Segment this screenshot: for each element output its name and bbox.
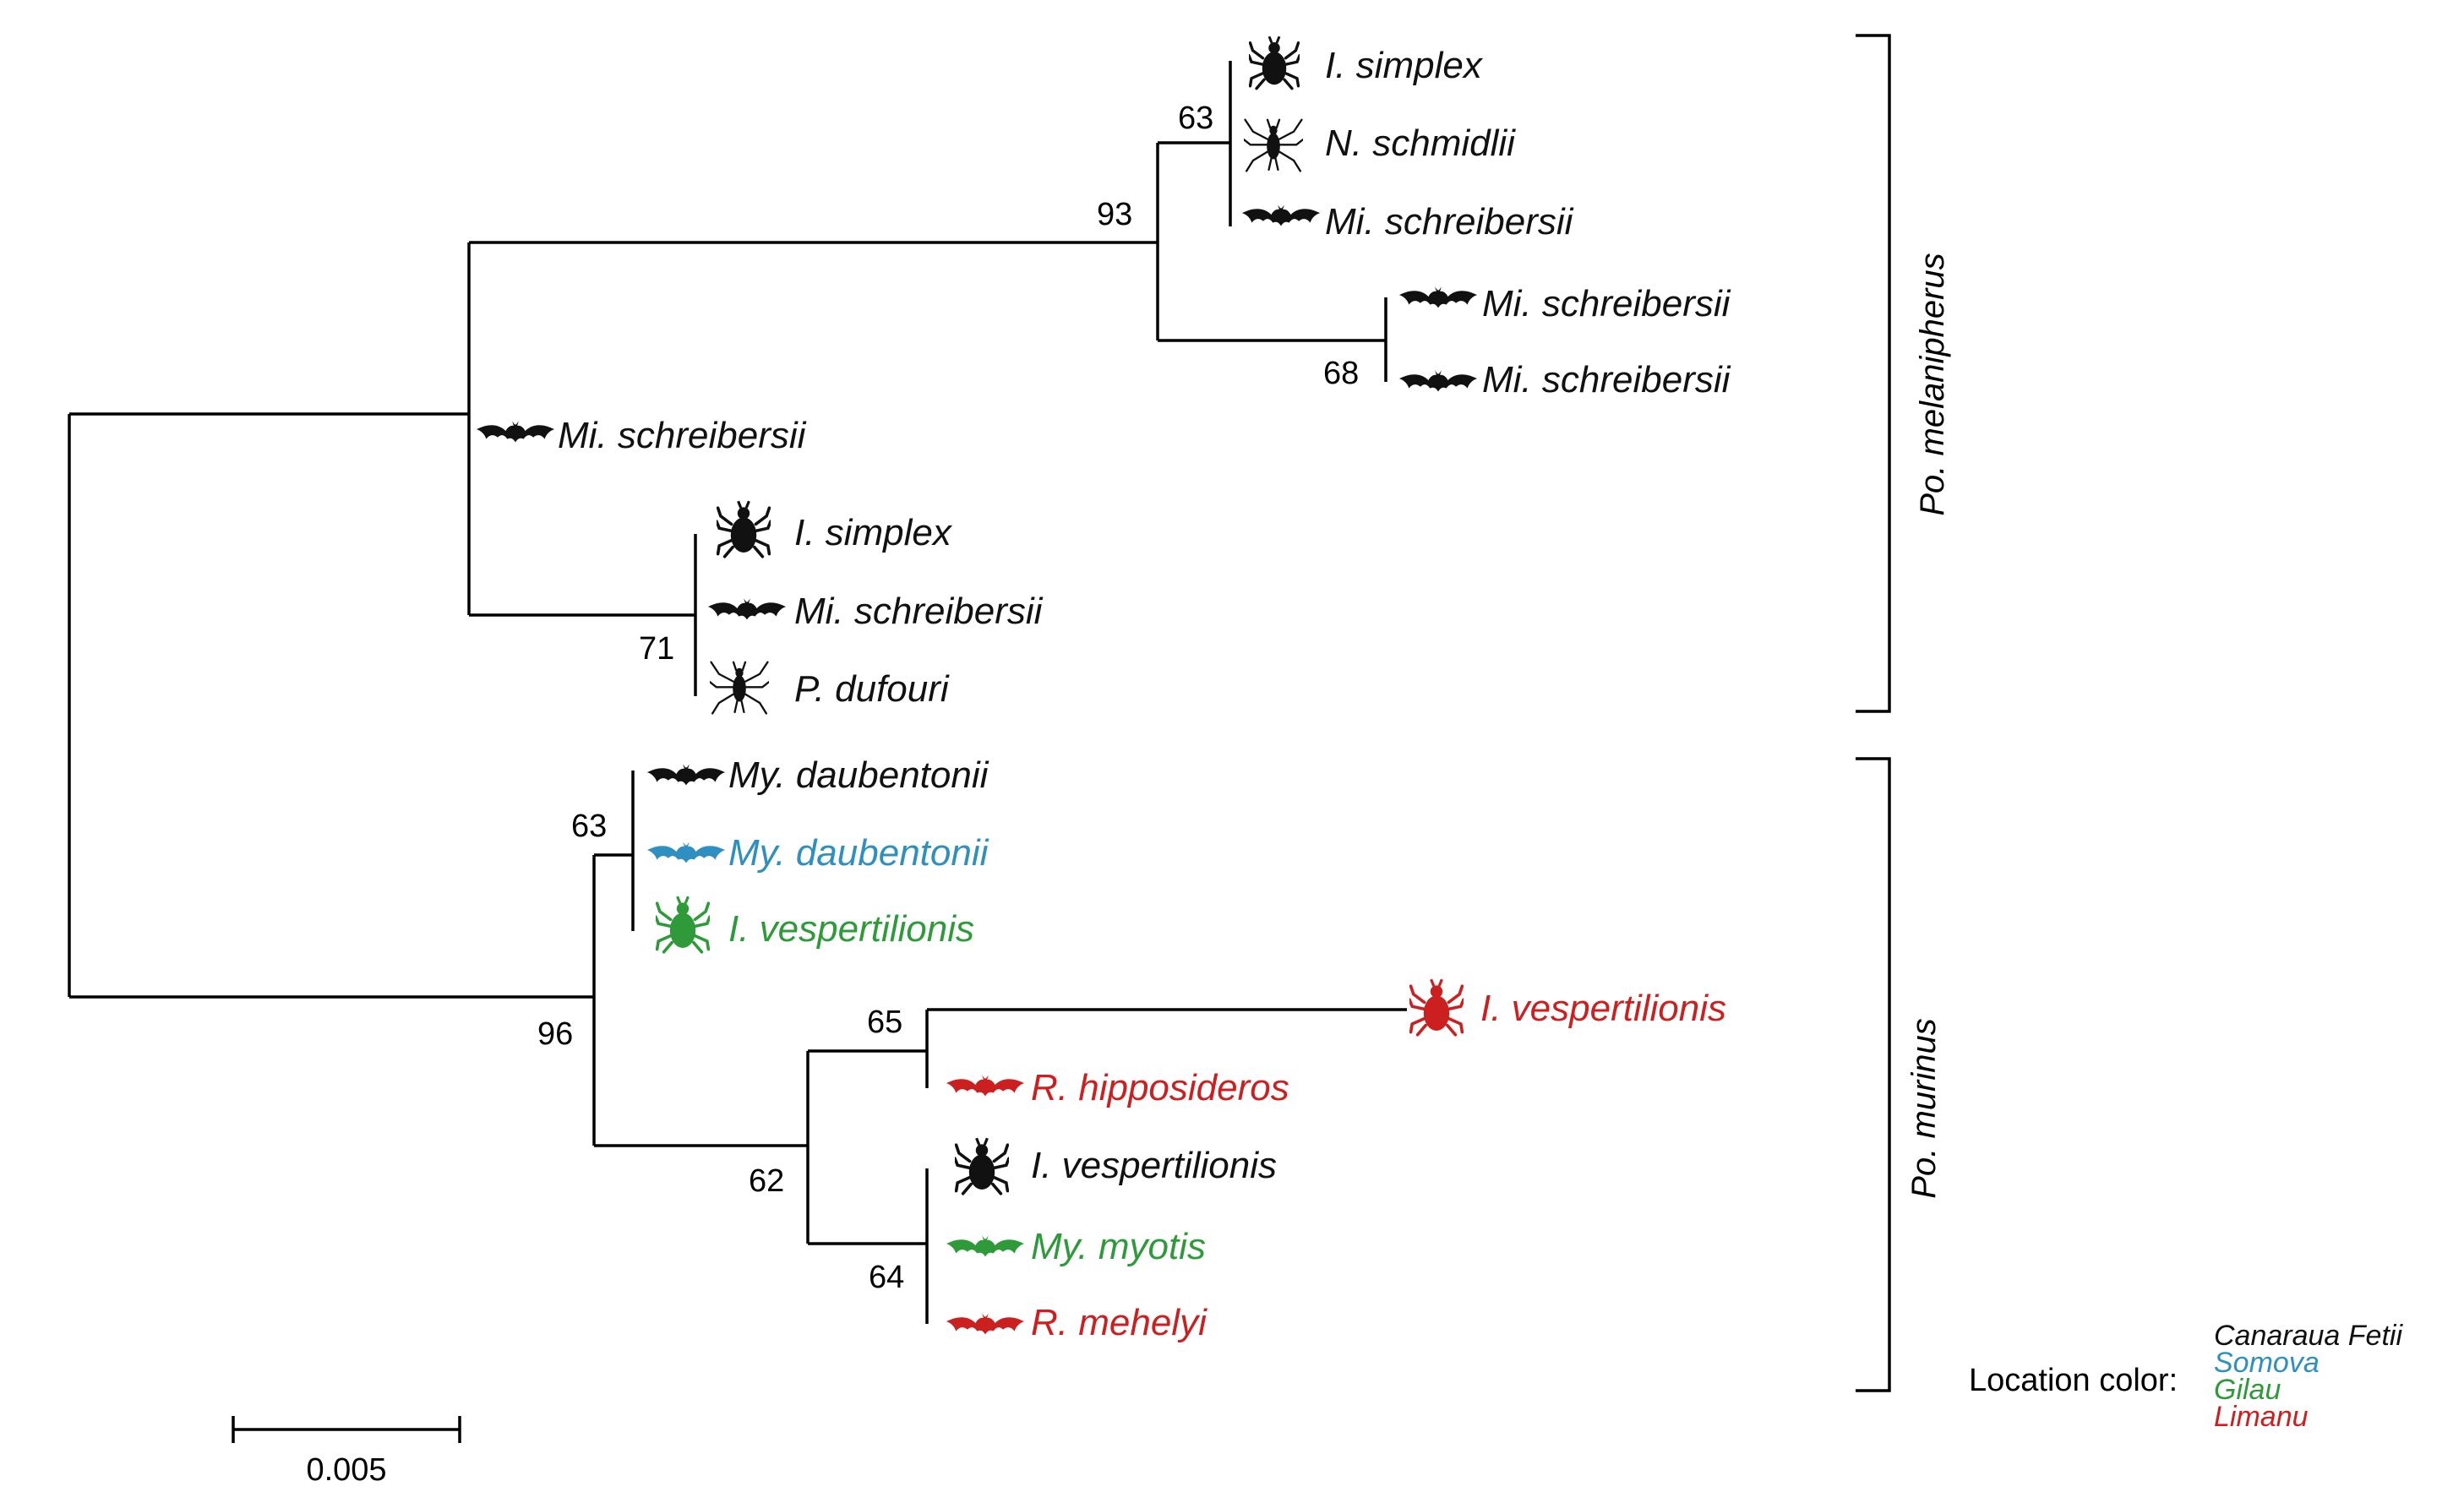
taxon-label: R. mehelyi [1031, 1302, 1207, 1343]
leaf: My. myotis [946, 1226, 1206, 1267]
taxon-label: I. simplex [794, 512, 953, 553]
taxon-label: I. simplex [1325, 45, 1484, 86]
bat-icon [646, 841, 726, 863]
tick-icon [955, 1136, 1009, 1195]
bat-icon [946, 1235, 1025, 1257]
taxon-label: N. schmidlii [1325, 123, 1516, 164]
taxon-label: I. vespertilionis [1480, 988, 1726, 1029]
scale-bar-line [232, 1416, 461, 1443]
leaf: R. mehelyi [946, 1302, 1207, 1343]
tick-icon [717, 499, 771, 558]
leaf: I. vespertilionis [1409, 977, 1726, 1037]
leaf: I. vespertilionis [656, 895, 974, 954]
taxon-label: My. myotis [1031, 1226, 1206, 1267]
bootstrap-value: 71 [639, 631, 674, 667]
location-legend: Location color: Canaraua Fetii Somova Gi… [1969, 1320, 2403, 1433]
taxon-label: Mi. schreibersii [1482, 359, 1731, 400]
bat-icon [646, 764, 726, 786]
scale-bar: 0.005 [232, 1416, 461, 1488]
bootstrap-value: 93 [1097, 197, 1132, 232]
scale-bar-label: 0.005 [306, 1452, 386, 1488]
leaf: P. dufouri [710, 661, 950, 715]
leaf: Mi. schreibersii [1398, 359, 1731, 400]
taxon-label: I. vespertilionis [1031, 1145, 1277, 1186]
taxon-label: Mi. schreibersii [558, 415, 807, 456]
tick-icon [656, 895, 710, 954]
bootstrap-value: 68 [1323, 356, 1359, 391]
bat-icon [1398, 286, 1478, 308]
legend-title: Location color: [1969, 1363, 2178, 1398]
leaf: My. daubentonii [646, 832, 989, 874]
legend-item: Gilau [2214, 1374, 2281, 1406]
bootstrap-value: 63 [1178, 101, 1213, 136]
bootstrap-value: 96 [537, 1016, 573, 1052]
leaf: I. simplex [1249, 35, 1484, 90]
leaf-labels: I. simplex N. schmidlii Mi. schreibersii… [476, 35, 1731, 1343]
leaf: Mi. schreibersii [1241, 201, 1574, 242]
bootstrap-value: 62 [749, 1163, 784, 1199]
bootstrap-value: 63 [571, 809, 607, 844]
taxon-label: I. vespertilionis [728, 908, 974, 950]
bat-icon [1241, 204, 1321, 226]
taxon-label: My. daubentonii [728, 832, 989, 874]
leaf: Mi. schreibersii [707, 591, 1044, 632]
bat-icon [946, 1075, 1025, 1097]
batfly-icon [710, 661, 769, 715]
leaf: My. daubentonii [646, 754, 989, 796]
batfly-icon [1244, 118, 1303, 172]
leaf: N. schmidlii [1244, 118, 1516, 172]
bat-icon [946, 1313, 1025, 1335]
legend-item: Canaraua Fetii [2214, 1320, 2403, 1352]
legend-item: Limanu [2214, 1401, 2309, 1433]
bat-icon [1398, 370, 1478, 392]
bootstrap-value: 64 [869, 1260, 904, 1295]
tick-icon [1409, 977, 1464, 1037]
bat-icon [707, 598, 787, 620]
tick-icon [1249, 35, 1300, 90]
leaf: R. hipposideros [946, 1067, 1289, 1108]
bat-icon [476, 421, 555, 443]
clade-bracket [1856, 34, 1891, 713]
leaf: Mi. schreibersii [476, 415, 807, 456]
bootstrap-value: 65 [867, 1005, 902, 1040]
leaf: I. vespertilionis [955, 1136, 1277, 1195]
taxon-label: Mi. schreibersii [794, 591, 1044, 632]
leaf: Mi. schreibersii [1398, 283, 1731, 324]
clade-label: Po. melanipherus [1914, 253, 1951, 515]
bootstrap-values: 63 93 68 71 63 96 65 62 64 [537, 101, 1359, 1295]
clade-bracket [1856, 757, 1891, 1392]
tree-branches [68, 61, 1407, 1324]
taxon-label: R. hipposideros [1031, 1067, 1289, 1108]
clade-brackets: Po. melanipherus Po. murinus [1856, 34, 1951, 1392]
leaf: I. simplex [717, 499, 953, 558]
taxon-label: P. dufouri [794, 668, 950, 710]
clade-label: Po. murinus [1905, 1018, 1943, 1198]
taxon-label: My. daubentonii [728, 754, 989, 796]
taxon-label: Mi. schreibersii [1482, 283, 1731, 324]
legend-item: Somova [2214, 1347, 2320, 1379]
taxon-label: Mi. schreibersii [1325, 201, 1574, 242]
